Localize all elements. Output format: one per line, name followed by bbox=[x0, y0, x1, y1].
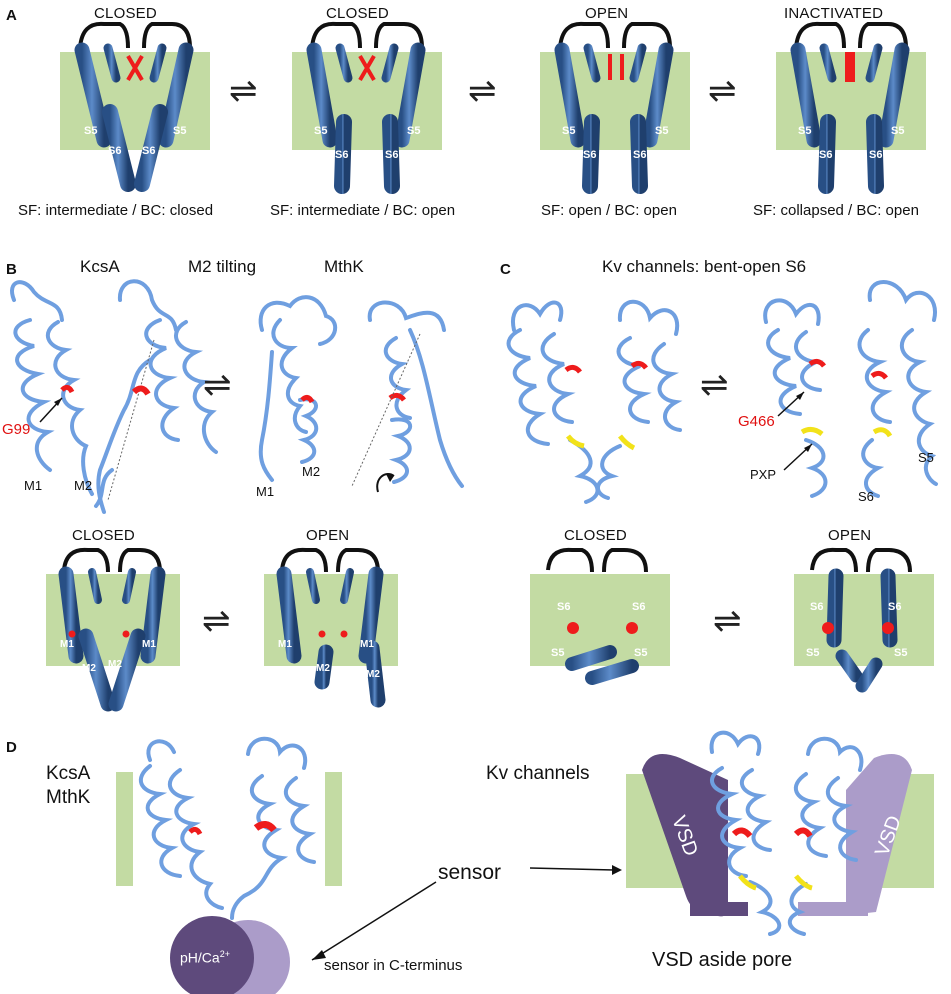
sensor-arrow-left bbox=[311, 881, 437, 961]
panel-a-caption-2: SF: intermediate / BC: open bbox=[270, 202, 456, 219]
c-open-s5-right: S5 bbox=[894, 647, 908, 659]
ph-ca-sensor bbox=[170, 916, 290, 994]
kcsa-m1-label: M1 bbox=[24, 478, 43, 493]
a2-s6-right: S6 bbox=[385, 149, 399, 161]
panel-a-inactivated-cartoon bbox=[776, 21, 926, 194]
a4-s5-right: S5 bbox=[891, 125, 905, 137]
panel-b-kcsa-ribbon bbox=[10, 279, 218, 514]
ph-ca-superscript: 2+ bbox=[219, 949, 230, 959]
mthk-m1-label: M1 bbox=[256, 484, 275, 499]
a1-s6-left: S6 bbox=[108, 145, 122, 157]
equilibrium-arrow-a3: ⇌ bbox=[708, 72, 737, 110]
sensor-c-terminus-label: sensor in C-terminus bbox=[324, 957, 463, 974]
b-closed-m1-right: M1 bbox=[142, 639, 156, 650]
panel-a-state-4: INACTIVATED bbox=[784, 5, 884, 22]
panel-d-kv-channels: Kv channels bbox=[486, 763, 590, 784]
c-closed-s5-right: S5 bbox=[634, 647, 648, 659]
panel-d-kcsa: KcsA bbox=[46, 763, 91, 784]
rotation-arrow bbox=[376, 473, 395, 493]
panel-b-open-label: OPEN bbox=[306, 527, 350, 544]
a3-s6-right: S6 bbox=[633, 149, 647, 161]
panel-d-label: D bbox=[6, 739, 17, 756]
a3-s6-left: S6 bbox=[583, 149, 597, 161]
a1-s5-left: S5 bbox=[84, 125, 98, 137]
pxp-label: PXP bbox=[750, 467, 777, 482]
panel-b-closed-cartoon bbox=[46, 547, 180, 712]
panel-d-kcsa-membrane bbox=[116, 772, 342, 886]
panel-c-open-cartoon bbox=[794, 547, 934, 693]
panel-a-state-3: OPEN bbox=[585, 5, 629, 22]
panel-a-caption-1: SF: intermediate / BC: closed bbox=[18, 202, 214, 219]
kcsa-title: KcsA bbox=[80, 257, 120, 276]
a2-s5-left: S5 bbox=[314, 125, 328, 137]
a4-s6-right: S6 bbox=[869, 149, 883, 161]
m2-tilting-title: M2 tilting bbox=[188, 257, 257, 276]
a3-s5-right: S5 bbox=[655, 125, 669, 137]
c-open-s5-left: S5 bbox=[806, 647, 820, 659]
vsd-left bbox=[642, 754, 748, 917]
c-open-s6-left: S6 bbox=[810, 601, 824, 613]
sensor-label: sensor bbox=[438, 861, 502, 884]
b-open-m2-right: M2 bbox=[366, 669, 380, 680]
b-open-m1-left: M1 bbox=[278, 639, 292, 650]
panel-a-caption-4: SF: collapsed / BC: open bbox=[753, 202, 919, 219]
panel-c-closed-label: CLOSED bbox=[564, 527, 627, 544]
panel-b-open-cartoon bbox=[264, 547, 398, 708]
panel-a-caption-3: SF: open / BC: open bbox=[541, 202, 677, 219]
a1-s6-right: S6 bbox=[142, 145, 156, 157]
panel-a-state-2: CLOSED bbox=[326, 5, 389, 22]
a2-s5-right: S5 bbox=[407, 125, 421, 137]
panel-c-title: Kv channels: bent-open S6 bbox=[602, 257, 807, 276]
panel-a-label: A bbox=[6, 7, 17, 24]
equilibrium-arrow-b-top: ⇌ bbox=[203, 366, 232, 404]
panel-c-label: C bbox=[500, 261, 511, 278]
panel-d-kcsa-ribbon bbox=[138, 736, 317, 920]
panel-b-closed-label: CLOSED bbox=[72, 527, 135, 544]
s6-ribbon-label: S6 bbox=[858, 489, 874, 504]
a1-s5-right: S5 bbox=[173, 125, 187, 137]
c-closed-s5-left: S5 bbox=[551, 647, 565, 659]
panel-c-kv-closed-ribbon bbox=[506, 299, 683, 504]
panel-b-mthk-ribbon bbox=[258, 295, 464, 488]
kcsa-m2-label: M2 bbox=[74, 478, 93, 493]
equilibrium-arrow-c-top: ⇌ bbox=[700, 366, 729, 404]
panel-a-closed-2-cartoon bbox=[292, 21, 442, 194]
equilibrium-arrow-a2: ⇌ bbox=[468, 72, 497, 110]
c-closed-s6-left: S6 bbox=[557, 601, 571, 613]
panel-c-closed-cartoon bbox=[530, 547, 670, 685]
b-open-m1-right: M1 bbox=[360, 639, 374, 650]
panel-c-kv-open-ribbon bbox=[763, 280, 938, 498]
s5-ribbon-label: S5 bbox=[918, 450, 934, 465]
a4-s6-left: S6 bbox=[819, 149, 833, 161]
ph-ca-label: pH/Ca2+ bbox=[180, 950, 230, 965]
b-closed-m1-left: M1 bbox=[60, 639, 74, 650]
panel-a-closed-1-cartoon bbox=[60, 21, 210, 192]
a3-s5-left: S5 bbox=[562, 125, 576, 137]
mthk-m2-label: M2 bbox=[302, 464, 321, 479]
c-closed-s6-right: S6 bbox=[632, 601, 646, 613]
equilibrium-arrow-c-bottom: ⇌ bbox=[713, 602, 742, 640]
vsd-right bbox=[798, 754, 912, 916]
panel-d-kv-ribbon bbox=[709, 730, 864, 936]
c-open-s6-right: S6 bbox=[888, 601, 902, 613]
b-closed-m2-right: M2 bbox=[108, 659, 122, 670]
panel-a-state-1: CLOSED bbox=[94, 5, 157, 22]
equilibrium-arrow-a1: ⇌ bbox=[229, 72, 258, 110]
panel-b-label: B bbox=[6, 261, 17, 278]
a2-s6-left: S6 bbox=[335, 149, 349, 161]
g466-label: G466 bbox=[738, 413, 775, 430]
b-open-m2-left: M2 bbox=[316, 663, 330, 674]
equilibrium-arrow-b-bottom: ⇌ bbox=[202, 602, 231, 640]
sensor-arrow-right bbox=[529, 867, 615, 871]
panel-a-open-cartoon bbox=[540, 21, 690, 194]
b-closed-m2-left: M2 bbox=[82, 663, 96, 674]
panel-d-mthk: MthK bbox=[46, 787, 91, 808]
panel-c-open-label: OPEN bbox=[828, 527, 872, 544]
ph-ca-text: pH/Ca bbox=[180, 949, 220, 966]
a4-s5-left: S5 bbox=[798, 125, 812, 137]
g99-label: G99 bbox=[2, 421, 31, 438]
vsd-aside-pore-label: VSD aside pore bbox=[652, 949, 793, 971]
mthk-title: MthK bbox=[324, 257, 364, 276]
